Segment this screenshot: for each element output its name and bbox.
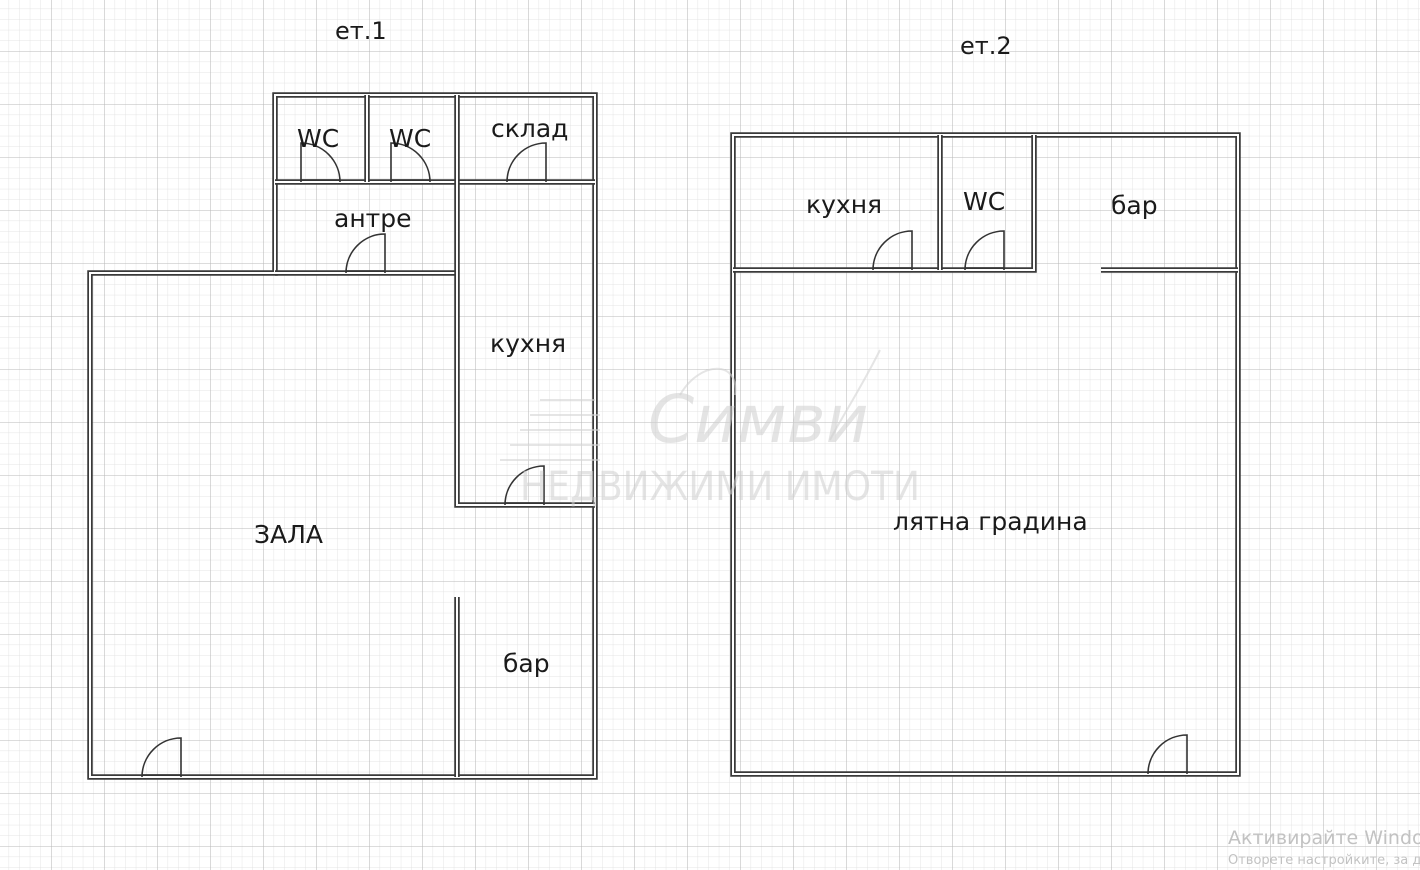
watermark-subtitle: НЕДВИЖИМИ ИМОТИ bbox=[520, 464, 920, 510]
floor2-plan: ет.2 кухня WC бар лятна градина bbox=[730, 32, 1241, 777]
room-label-main-hall: ЗАЛА bbox=[254, 520, 323, 549]
door-antre bbox=[345, 233, 386, 274]
watermark-logo-icon bbox=[500, 349, 881, 461]
room-label-antre: антре bbox=[334, 204, 411, 233]
door-f2-entrance bbox=[1147, 734, 1188, 775]
room-label-storage: склад bbox=[491, 114, 568, 143]
door-f2-wc bbox=[964, 230, 1005, 271]
room-label-f2-wc: WC bbox=[963, 187, 1005, 216]
door-wc1 bbox=[300, 142, 341, 183]
door-storage bbox=[506, 142, 547, 183]
room-label-wc1: WC bbox=[297, 124, 339, 153]
floor2-title: ет.2 bbox=[960, 32, 1012, 60]
floor2-walls bbox=[730, 132, 1241, 777]
watermark: Симви НЕДВИЖИМИ ИМОТИ bbox=[500, 349, 920, 510]
watermark-logo-text: Симви bbox=[648, 381, 869, 458]
door-entrance bbox=[141, 737, 182, 778]
door-f2-kitchen bbox=[872, 230, 913, 271]
room-label-bar: бар bbox=[503, 649, 550, 678]
activation-line1: Активирайте Windows bbox=[1228, 827, 1420, 849]
activation-line2: Отворете настройките, за да bbox=[1228, 853, 1420, 868]
room-label-f2-kitchen: кухня bbox=[806, 190, 882, 219]
room-label-kitchen: кухня bbox=[490, 329, 566, 358]
floor1-plan: ет.1 WC WC склад антре кухня ЗАЛА бар bbox=[87, 17, 598, 780]
room-label-wc2: WC bbox=[389, 124, 431, 153]
room-label-f2-bar: бар bbox=[1111, 191, 1158, 220]
floor1-title: ет.1 bbox=[335, 17, 387, 45]
floor1-doors bbox=[141, 142, 547, 778]
windows-activation-notice: Активирайте Windows Отворете настройките… bbox=[1228, 827, 1420, 868]
door-wc2 bbox=[390, 142, 431, 183]
door-kitchen bbox=[504, 465, 545, 506]
floor1-walls bbox=[87, 92, 598, 780]
room-label-garden: лятна градина bbox=[893, 507, 1088, 536]
floor2-doors bbox=[872, 230, 1188, 775]
